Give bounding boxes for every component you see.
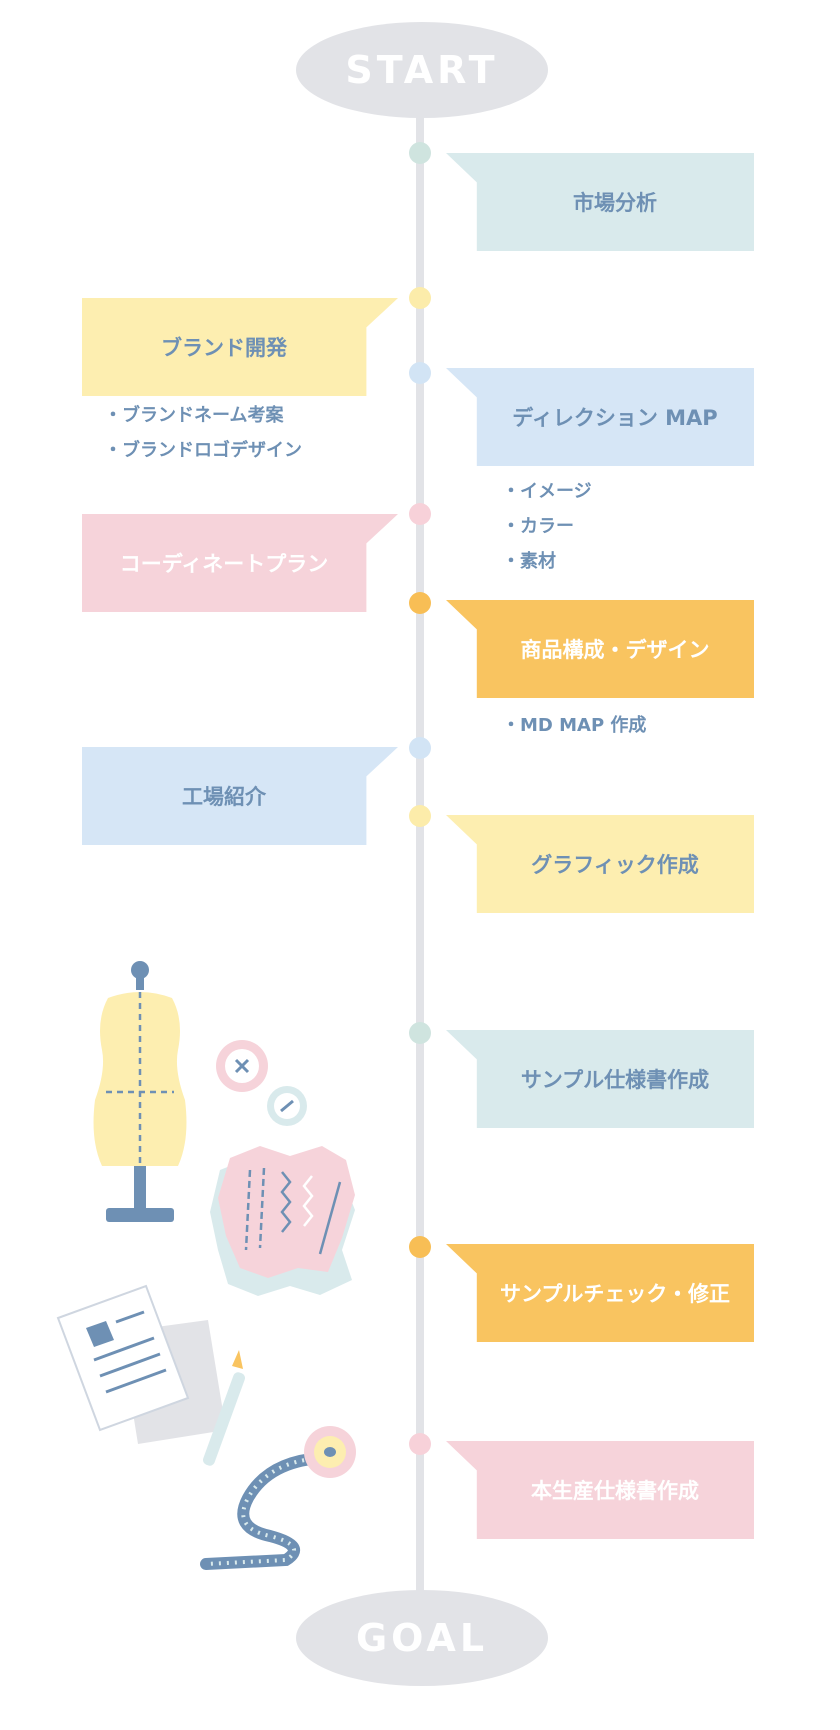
step-label: ブランド開発	[161, 336, 287, 360]
timeline-axis	[416, 110, 424, 1610]
bullet-item: イメージ	[502, 474, 592, 509]
timeline-dot-sample-check	[409, 1236, 431, 1258]
bullet-item: ブランドロゴデザイン	[104, 433, 302, 468]
timeline-dot-product-design	[409, 592, 431, 614]
step-label: ディレクション MAP	[512, 406, 718, 430]
timeline-dot-direction-map	[409, 362, 431, 384]
tape-measure-icon	[200, 1426, 356, 1570]
start-node: START	[296, 22, 548, 118]
brand-development-bullets: ブランドネーム考案 ブランドロゴデザイン	[104, 398, 302, 468]
step-label: 本生産仕様書作成	[531, 1479, 699, 1503]
step-label: 工場紹介	[182, 785, 266, 809]
step-label: サンプル仕様書作成	[520, 1068, 710, 1092]
step-graphic: グラフィック作成	[446, 815, 754, 913]
step-brand-development: ブランド開発	[82, 298, 398, 396]
bullet-item: ブランドネーム考案	[104, 398, 302, 433]
product-design-bullets: MD MAP 作成	[502, 708, 646, 743]
button-icon	[216, 1040, 307, 1126]
timeline-dot-brand-development	[409, 287, 431, 309]
step-factory-intro: 工場紹介	[82, 747, 398, 845]
pencil-icon	[203, 1350, 245, 1466]
step-production-spec: 本生産仕様書作成	[446, 1441, 754, 1539]
fabric-swatch-icon	[210, 1146, 355, 1296]
step-label: 市場分析	[573, 191, 657, 215]
step-label: コーディネートプラン	[119, 552, 329, 576]
goal-node: GOAL	[296, 1590, 548, 1686]
bullet-item: 素材	[502, 544, 592, 579]
step-direction-map: ディレクション MAP	[446, 368, 754, 466]
dress-form-icon	[93, 961, 187, 1222]
step-label: 商品構成・デザイン	[520, 638, 710, 662]
step-sample-spec: サンプル仕様書作成	[446, 1030, 754, 1128]
step-product-design: 商品構成・デザイン	[446, 600, 754, 698]
timeline-dot-coordinate-plan	[409, 503, 431, 525]
timeline-dot-sample-spec	[409, 1022, 431, 1044]
timeline-dot-production-spec	[409, 1433, 431, 1455]
bullet-item: カラー	[502, 509, 592, 544]
bullet-item: MD MAP 作成	[502, 708, 646, 743]
direction-map-bullets: イメージ カラー 素材	[502, 474, 592, 579]
step-label: グラフィック作成	[531, 853, 699, 877]
sewing-illustration	[56, 961, 356, 1570]
spec-sheet-icon	[56, 1284, 226, 1444]
timeline-dot-market-analysis	[409, 142, 431, 164]
step-coordinate-plan: コーディネートプラン	[82, 514, 398, 612]
step-label: サンプルチェック・修正	[500, 1282, 730, 1306]
timeline-dot-graphic	[409, 805, 431, 827]
timeline-dot-factory-intro	[409, 737, 431, 759]
step-sample-check: サンプルチェック・修正	[446, 1244, 754, 1342]
step-market-analysis: 市場分析	[446, 153, 754, 251]
